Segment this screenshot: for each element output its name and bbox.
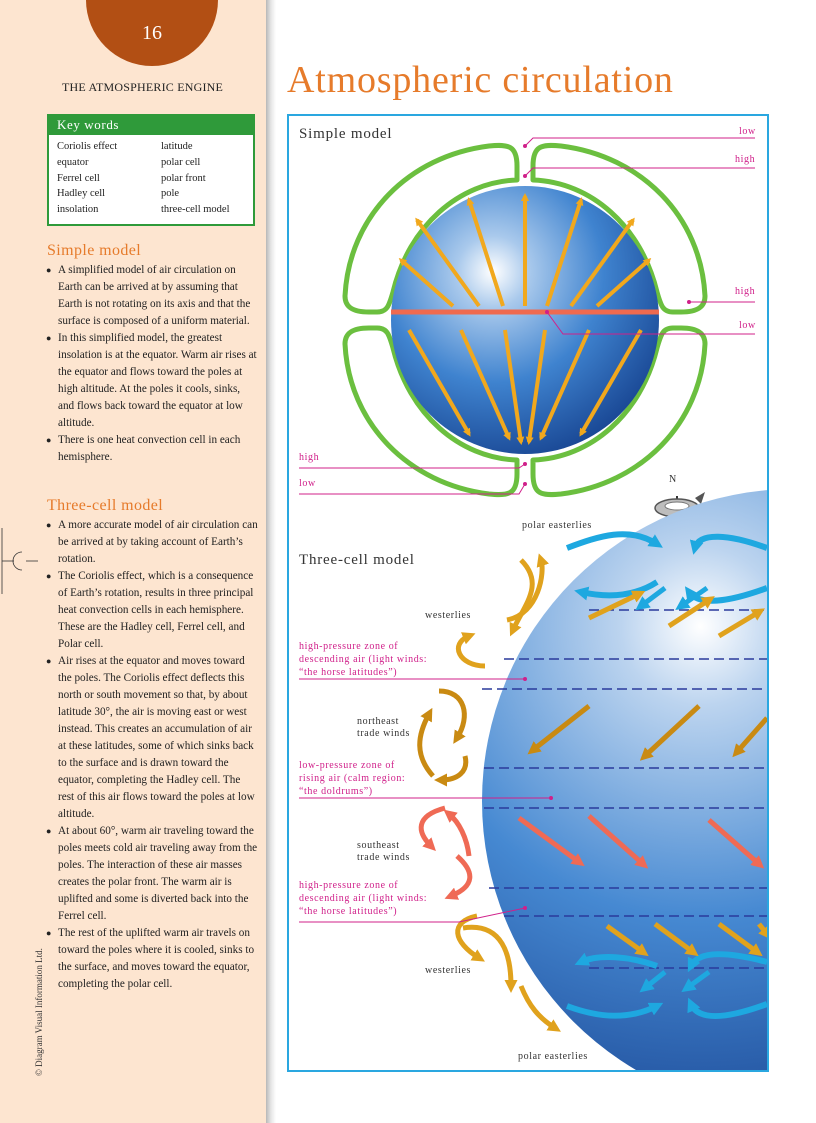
label-low-bottom: low bbox=[299, 478, 316, 489]
label-high-pressure-north: high-pressure zone of descending air (li… bbox=[299, 641, 428, 678]
keyword: pole bbox=[161, 188, 180, 200]
label-high-pressure-south: high-pressure zone of descending air (li… bbox=[299, 880, 428, 917]
keyword: three-cell model bbox=[161, 204, 230, 216]
list-item: In this simplified model, the greatest i… bbox=[46, 330, 259, 432]
section-label: THE ATMOSPHERIC ENGINE bbox=[62, 80, 224, 94]
simple-globe bbox=[391, 186, 659, 454]
simple-model-diagram-heading: Simple model bbox=[299, 126, 393, 142]
copyright-notice: © Diagram Visual Information Ltd. bbox=[34, 948, 44, 1076]
three-cell-model-heading: Three-cell model bbox=[47, 497, 164, 514]
label-high-equator: high bbox=[735, 286, 756, 297]
simple-leader-lines bbox=[299, 137, 755, 495]
list-item: Air rises at the equator and moves towar… bbox=[46, 653, 259, 823]
page-title: Atmospheric circulation bbox=[287, 59, 674, 101]
label-southeast-trade-winds: southeast trade winds bbox=[357, 840, 410, 863]
label-low-pressure-equator: low-pressure zone of rising air (calm re… bbox=[299, 760, 406, 797]
keywords-box: Key words Coriolis effect latitude equat… bbox=[47, 114, 255, 226]
three-cell-leader-lines bbox=[299, 678, 551, 923]
label-northeast-trade-winds: northeast trade winds bbox=[357, 716, 410, 739]
page-gutter-shadow bbox=[266, 0, 276, 1123]
simple-model-diagram bbox=[299, 137, 755, 498]
label-high-top: high bbox=[735, 154, 756, 165]
three-cell-diagram-heading: Three-cell model bbox=[299, 552, 415, 568]
label-high-bottom: high bbox=[299, 452, 320, 463]
circulation-diagram-art bbox=[299, 137, 767, 1070]
list-item: There is one heat convection cell in eac… bbox=[46, 432, 259, 466]
simple-model-heading: Simple model bbox=[47, 242, 142, 259]
keywords-grid: Coriolis effect latitude equator polar c… bbox=[49, 135, 253, 218]
label-westerlies-top: westerlies bbox=[425, 610, 471, 621]
northeast-trade-arrows bbox=[417, 688, 767, 787]
southeast-trade-arrows bbox=[418, 805, 765, 900]
list-item: At about 60°, warm air traveling toward … bbox=[46, 823, 259, 925]
keyword: Coriolis effect bbox=[57, 141, 118, 152]
simple-flow-arrows bbox=[398, 193, 652, 445]
list-item: A more accurate model of air circulation… bbox=[46, 517, 259, 568]
keyword: Ferrel cell bbox=[57, 172, 100, 184]
page-number: 16 bbox=[142, 22, 162, 44]
label-polar-easterlies-top: polar easterlies bbox=[522, 520, 592, 531]
label-westerlies-bottom: westerlies bbox=[425, 965, 471, 976]
keyword: Hadley cell bbox=[57, 188, 106, 200]
three-cell-globe bbox=[482, 490, 767, 1070]
label-low-equator: low bbox=[739, 320, 756, 331]
keywords-heading: Key words bbox=[49, 116, 253, 135]
keyword: polar cell bbox=[161, 156, 201, 168]
list-item: The rest of the uplifted warm air travel… bbox=[46, 925, 259, 993]
registration-mark-icon bbox=[1, 528, 38, 594]
polar-easterlies-arrows bbox=[565, 531, 767, 1019]
three-cell-diagram bbox=[299, 490, 767, 1070]
westerlies-arrows bbox=[455, 553, 767, 1032]
simple-model-list: A simplified model of air circulation on… bbox=[46, 262, 259, 466]
latitude-lines bbox=[482, 609, 767, 969]
circulation-diagram: Simple model low high high low high low … bbox=[287, 114, 769, 1072]
label-north: N bbox=[669, 474, 677, 485]
label-low-top: low bbox=[739, 126, 756, 137]
list-item: A simplified model of air circulation on… bbox=[46, 262, 259, 330]
keyword: polar front bbox=[161, 172, 206, 184]
polar-surface-arrows bbox=[635, 585, 711, 993]
keyword: equator bbox=[57, 156, 89, 168]
three-cell-model-list: A more accurate model of air circulation… bbox=[46, 517, 259, 993]
list-item: The Coriolis effect, which is a conseque… bbox=[46, 568, 259, 653]
keyword: latitude bbox=[161, 141, 193, 152]
keyword: insolation bbox=[57, 204, 99, 216]
label-polar-easterlies-bottom: polar easterlies bbox=[518, 1051, 588, 1062]
